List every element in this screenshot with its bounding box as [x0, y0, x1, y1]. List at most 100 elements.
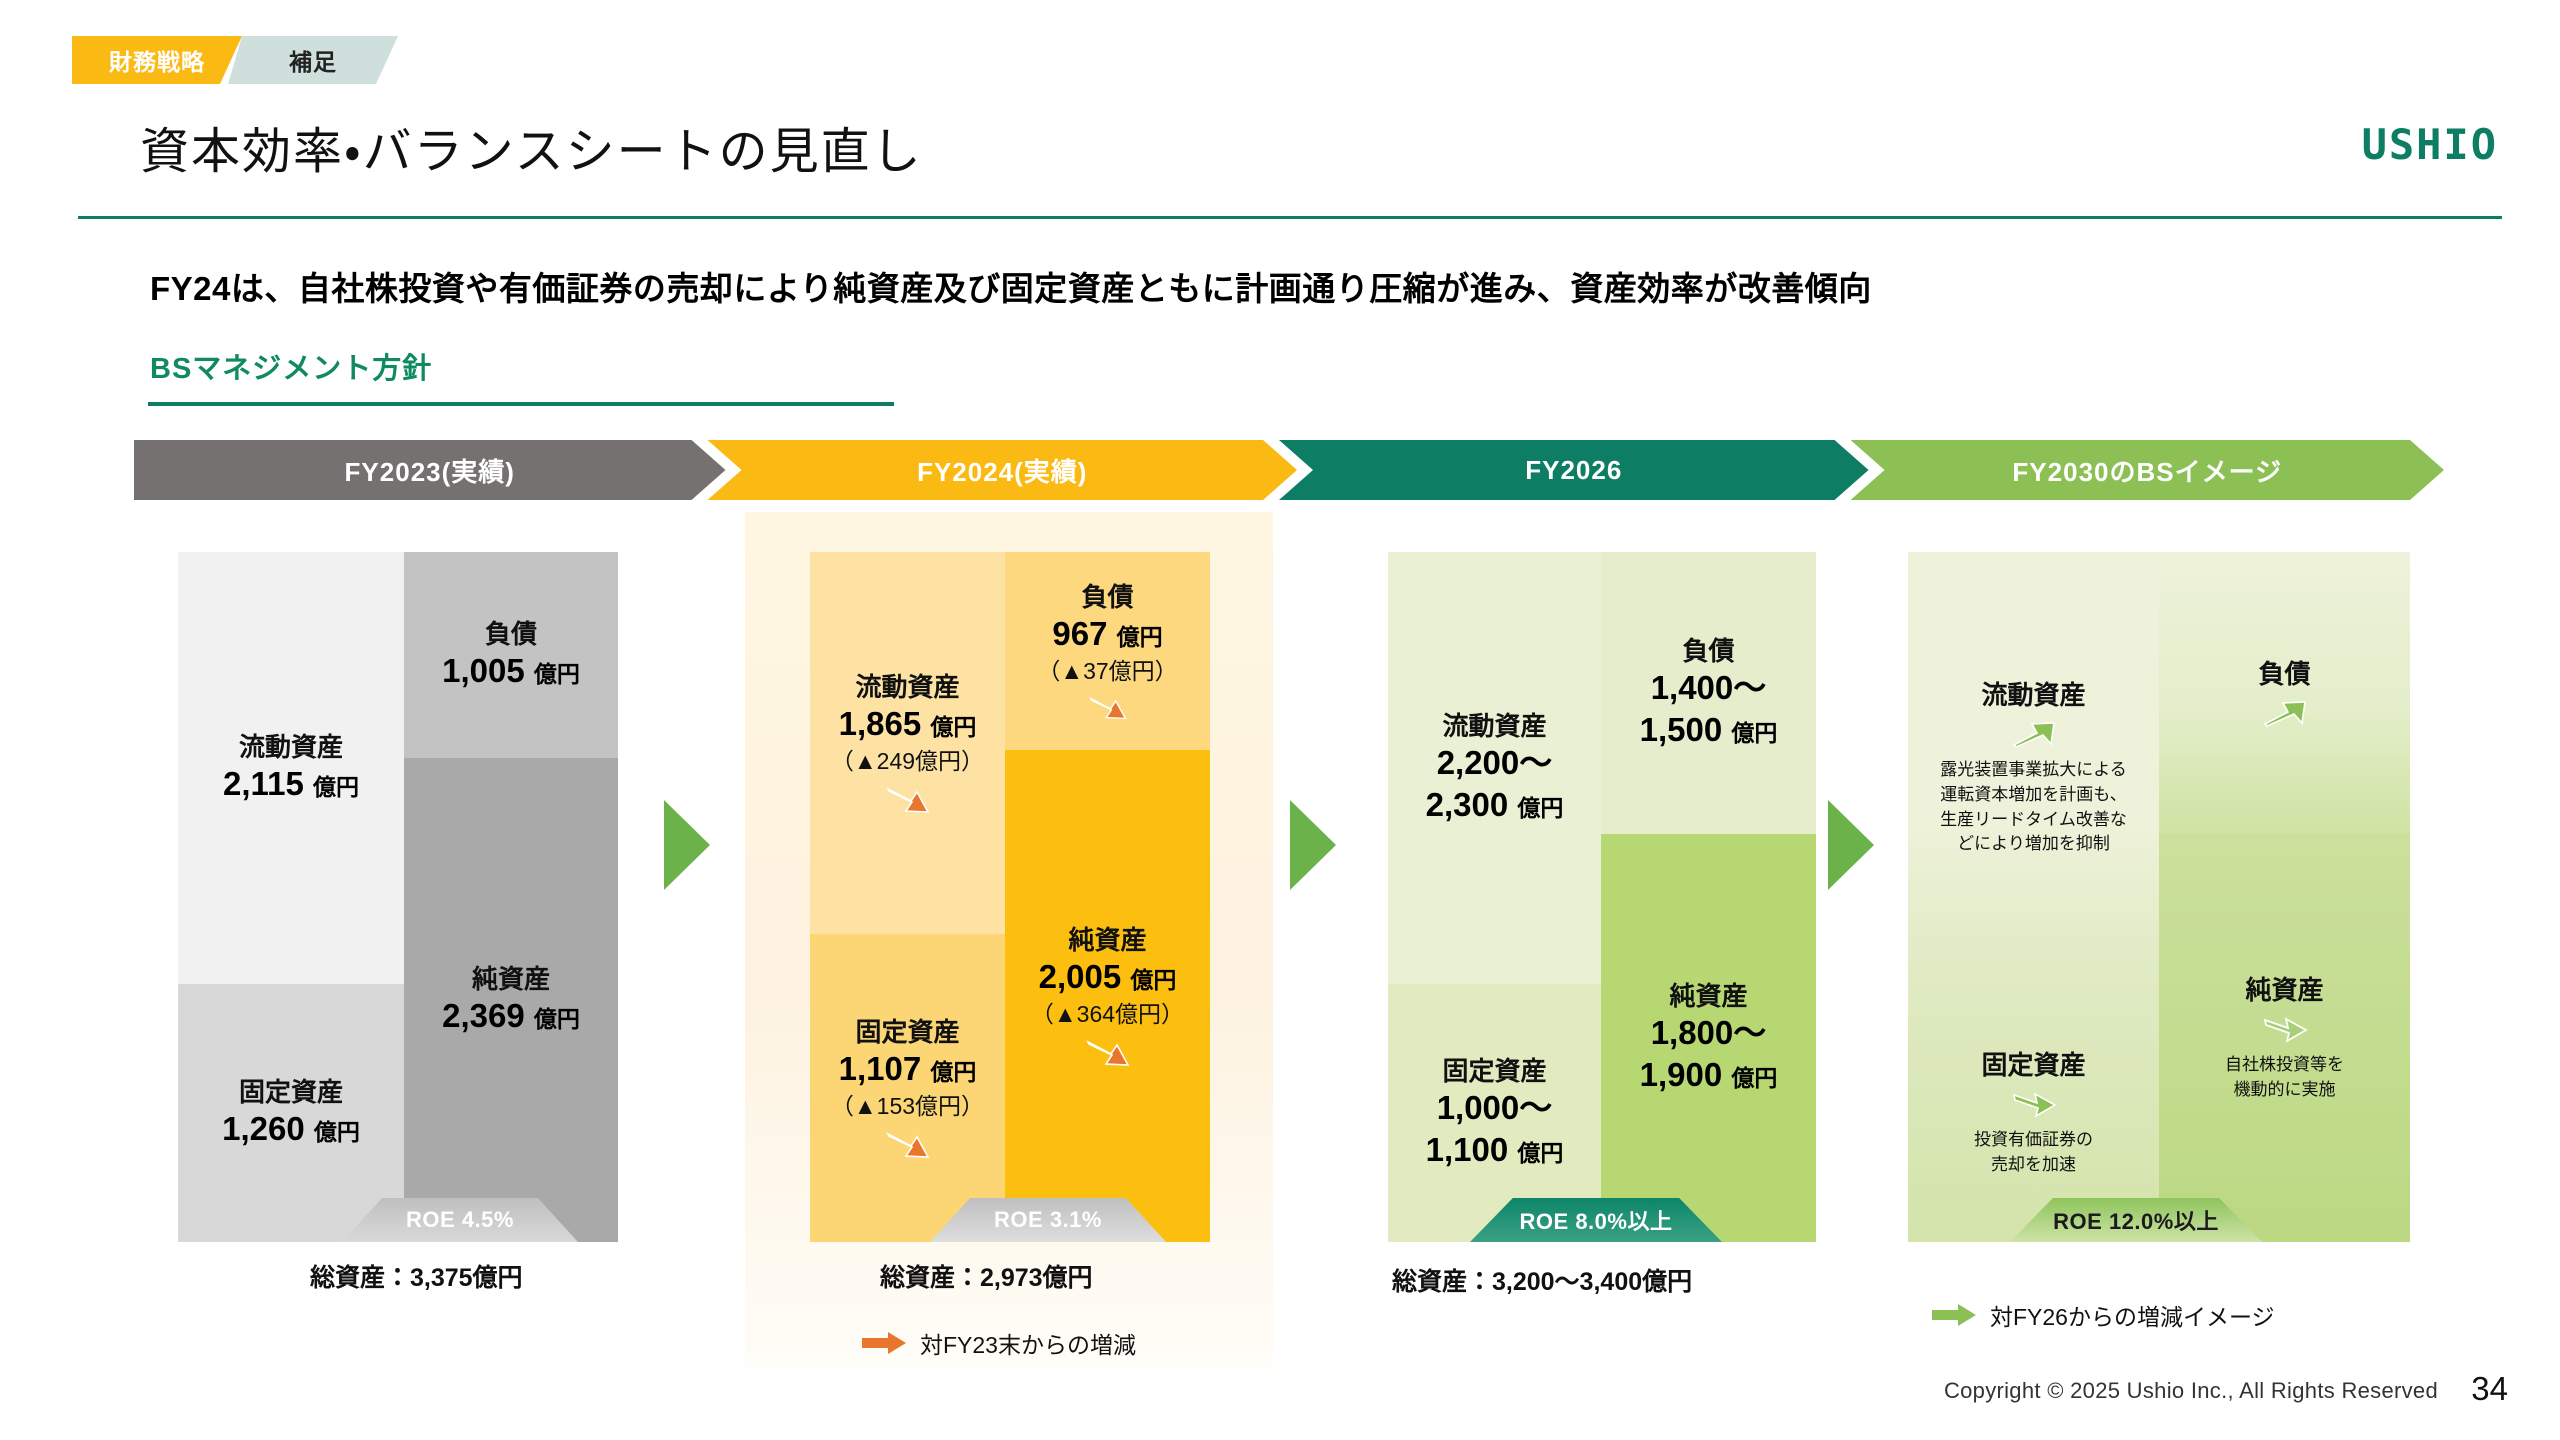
tab-financial-strategy[interactable]: 財務戦略 — [72, 36, 242, 84]
cell-label: 流動資産 — [1981, 679, 2086, 710]
assets-side: 流動資産 露光装置事業拡大による運転資本増加を計画も、生産リードタイム改善などに… — [1908, 552, 2159, 1242]
balance-sheet-fy2023: 流動資産 2,115 億円 固定資産 1,260 億円 負債 1,005 億円 … — [178, 552, 618, 1242]
cell-label: 固定資産 — [1981, 1049, 2086, 1080]
category-tabs: 財務戦略 補足 — [78, 36, 398, 84]
section-subtitle: BSマネジメント方針 — [150, 353, 433, 385]
cell-value: 1,107 億円 — [838, 1050, 977, 1088]
cell-net-assets: 純資産 1,800〜1,900 億円 — [1601, 834, 1816, 1242]
assets-side: 流動資産 1,865 億円 （▲249億円） 固定資産 1,107 億円 （▲1… — [810, 552, 1005, 1242]
roe-badge-fy2026: ROE 8.0%以上 — [1470, 1198, 1722, 1242]
cell-current-assets: 流動資産 2,200〜2,300 億円 — [1388, 552, 1601, 984]
tab-label: 補足 — [289, 49, 337, 75]
roe-badge-fy2024: ROE 3.1% — [930, 1198, 1166, 1242]
header-divider — [78, 216, 2502, 219]
cell-value: 2,369 億円 — [442, 997, 580, 1035]
cell-current-assets: 流動資産 2,115 億円 — [178, 552, 404, 984]
arrow-down-icon — [1088, 697, 1127, 720]
tab-label: 財務戦略 — [109, 49, 205, 75]
copyright-text: Copyright © 2025 Ushio Inc., All Rights … — [1943, 1378, 2438, 1403]
legend-label: 対FY23末からの増減 — [920, 1332, 1136, 1358]
cell-label: 固定資産 — [855, 1016, 960, 1047]
phase-label: FY2023(実績) — [344, 456, 515, 487]
connector-arrow-2 — [1290, 800, 1336, 890]
cell-value: 1,005 億円 — [442, 652, 580, 690]
cell-label: 負債 — [1081, 581, 1134, 612]
balance-sheet-fy2026: 流動資産 2,200〜2,300 億円 固定資産 1,000〜1,100 億円 … — [1388, 552, 1816, 1242]
cell-label: 負債 — [2258, 658, 2311, 689]
cell-note: 露光装置事業拡大による運転資本増加を計画も、生産リードタイム改善などにより増加を… — [1940, 760, 2127, 854]
cell-liabilities: 負債 967 億円 （▲37億円） — [1005, 552, 1210, 750]
liabilities-equity-side: 負債 967 億円 （▲37億円） 純資産 2,005 億円 （▲364億円） — [1005, 552, 1210, 1242]
arrow-down-icon — [885, 787, 929, 814]
cell-value: 967 億円 — [1052, 615, 1163, 653]
arrow-down-icon — [1085, 1040, 1129, 1067]
legend-label: 対FY26からの増減イメージ — [1990, 1304, 2275, 1330]
cell-label: 純資産 — [1669, 980, 1748, 1011]
balance-sheet-fy2024: 流動資産 1,865 億円 （▲249億円） 固定資産 1,107 億円 （▲1… — [810, 552, 1210, 1242]
phase-label: FY2024(実績) — [917, 456, 1088, 487]
cell-note: 自社株投資等を機動的に実施 — [2225, 1055, 2344, 1099]
cell-current-assets: 流動資産 露光装置事業拡大による運転資本増加を計画も、生産リードタイム改善などに… — [1908, 552, 2159, 984]
cell-label: 固定資産 — [238, 1076, 343, 1107]
cell-label: 純資産 — [1068, 924, 1147, 955]
liabilities-equity-side: 負債 1,400〜1,500 億円 純資産 1,800〜1,900 億円 — [1601, 552, 1816, 1242]
cell-liabilities: 負債 1,400〜1,500 億円 — [1601, 552, 1816, 834]
cell-label: 純資産 — [471, 963, 550, 994]
ushio-logo: USHIO — [2361, 120, 2498, 169]
phase-banner: FY2023(実績) FY2024(実績) FY2026 FY2030のBSイメ… — [134, 440, 2444, 500]
phase-fy2024: FY2024(実績) — [708, 440, 1298, 500]
tab-supplement[interactable]: 補足 — [228, 36, 398, 84]
cell-note: 投資有価証券の売却を加速 — [1974, 1130, 2093, 1174]
cell-fixed-assets: 固定資産 1,107 億円 （▲153億円） — [810, 934, 1005, 1242]
cell-label: 固定資産 — [1442, 1055, 1547, 1086]
roe-badge-fy2030: ROE 12.0%以上 — [2010, 1198, 2262, 1242]
cell-value: 2,115 億円 — [223, 765, 359, 803]
connector-arrow-3 — [1828, 800, 1874, 890]
arrow-down-icon — [2263, 1017, 2308, 1043]
cell-fixed-assets: 固定資産 1,260 億円 — [178, 984, 404, 1242]
liabilities-equity-side: 負債 1,005 億円 純資産 2,369 億円 — [404, 552, 618, 1242]
cell-fixed-assets: 固定資産 投資有価証券の売却を加速 — [1908, 984, 2159, 1242]
legend-fy2024: 対FY23末からの増減 — [862, 1326, 1136, 1360]
cell-liabilities: 負債 1,005 億円 — [404, 552, 618, 758]
cell-label: 流動資産 — [1442, 710, 1547, 741]
phase-fy2026: FY2026 — [1279, 440, 1869, 500]
cell-delta: （▲249億円） — [830, 748, 985, 775]
balance-sheet-fy2030: 流動資産 露光装置事業拡大による運転資本増加を計画も、生産リードタイム改善などに… — [1908, 552, 2410, 1242]
total-assets-fy2026: 総資産：3,200〜3,400億円 — [1392, 1268, 1693, 1296]
arrow-up-icon — [2263, 701, 2306, 728]
phase-label: FY2026 — [1525, 454, 1623, 485]
page-number: 34 — [2471, 1370, 2508, 1407]
arrow-right-icon — [1932, 1304, 1976, 1326]
arrow-down-icon — [2012, 1092, 2057, 1118]
cell-delta: （▲153億円） — [830, 1093, 985, 1120]
cell-label: 負債 — [484, 618, 537, 649]
cell-delta: （▲37億円） — [1037, 658, 1178, 685]
cell-value: 1,400〜1,500 億円 — [1639, 669, 1778, 749]
phase-fy2023: FY2023(実績) — [134, 440, 726, 500]
cell-label: 負債 — [1682, 635, 1735, 666]
page-title: 資本効率・バランスシートの見直し — [140, 125, 923, 179]
section-underline — [148, 402, 894, 406]
roe-badge-fy2023: ROE 4.5% — [342, 1198, 578, 1242]
cell-fixed-assets: 固定資産 1,000〜1,100 億円 — [1388, 984, 1601, 1242]
cell-liabilities: 負債 — [2159, 552, 2410, 834]
assets-side: 流動資産 2,200〜2,300 億円 固定資産 1,000〜1,100 億円 — [1388, 552, 1601, 1242]
headline: FY24は、自社株投資や有価証券の売却により純資産及び固定資産ともに計画通り圧縮… — [150, 270, 1872, 307]
cell-value: 1,260 億円 — [222, 1110, 360, 1148]
liabilities-equity-side: 負債 純資産 自社株投資等を機動的に実施 — [2159, 552, 2410, 1242]
arrow-down-icon — [885, 1132, 929, 1159]
total-assets-fy2023: 総資産：3,375億円 — [310, 1264, 523, 1292]
cell-net-assets: 純資産 2,005 億円 （▲364億円） — [1005, 750, 1210, 1242]
connector-arrow-1 — [664, 800, 710, 890]
cell-delta: （▲364億円） — [1030, 1001, 1185, 1028]
cell-label: 流動資産 — [238, 731, 343, 762]
cell-label: 純資産 — [2245, 974, 2324, 1005]
phase-fy2030: FY2030のBSイメージ — [1851, 440, 2444, 500]
cell-label: 流動資産 — [855, 671, 960, 702]
cell-net-assets: 純資産 自社株投資等を機動的に実施 — [2159, 834, 2410, 1242]
phase-label: FY2030のBSイメージ — [2012, 456, 2283, 487]
cell-value: 1,800〜1,900 億円 — [1639, 1014, 1778, 1094]
cell-value: 2,005 億円 — [1038, 958, 1177, 996]
